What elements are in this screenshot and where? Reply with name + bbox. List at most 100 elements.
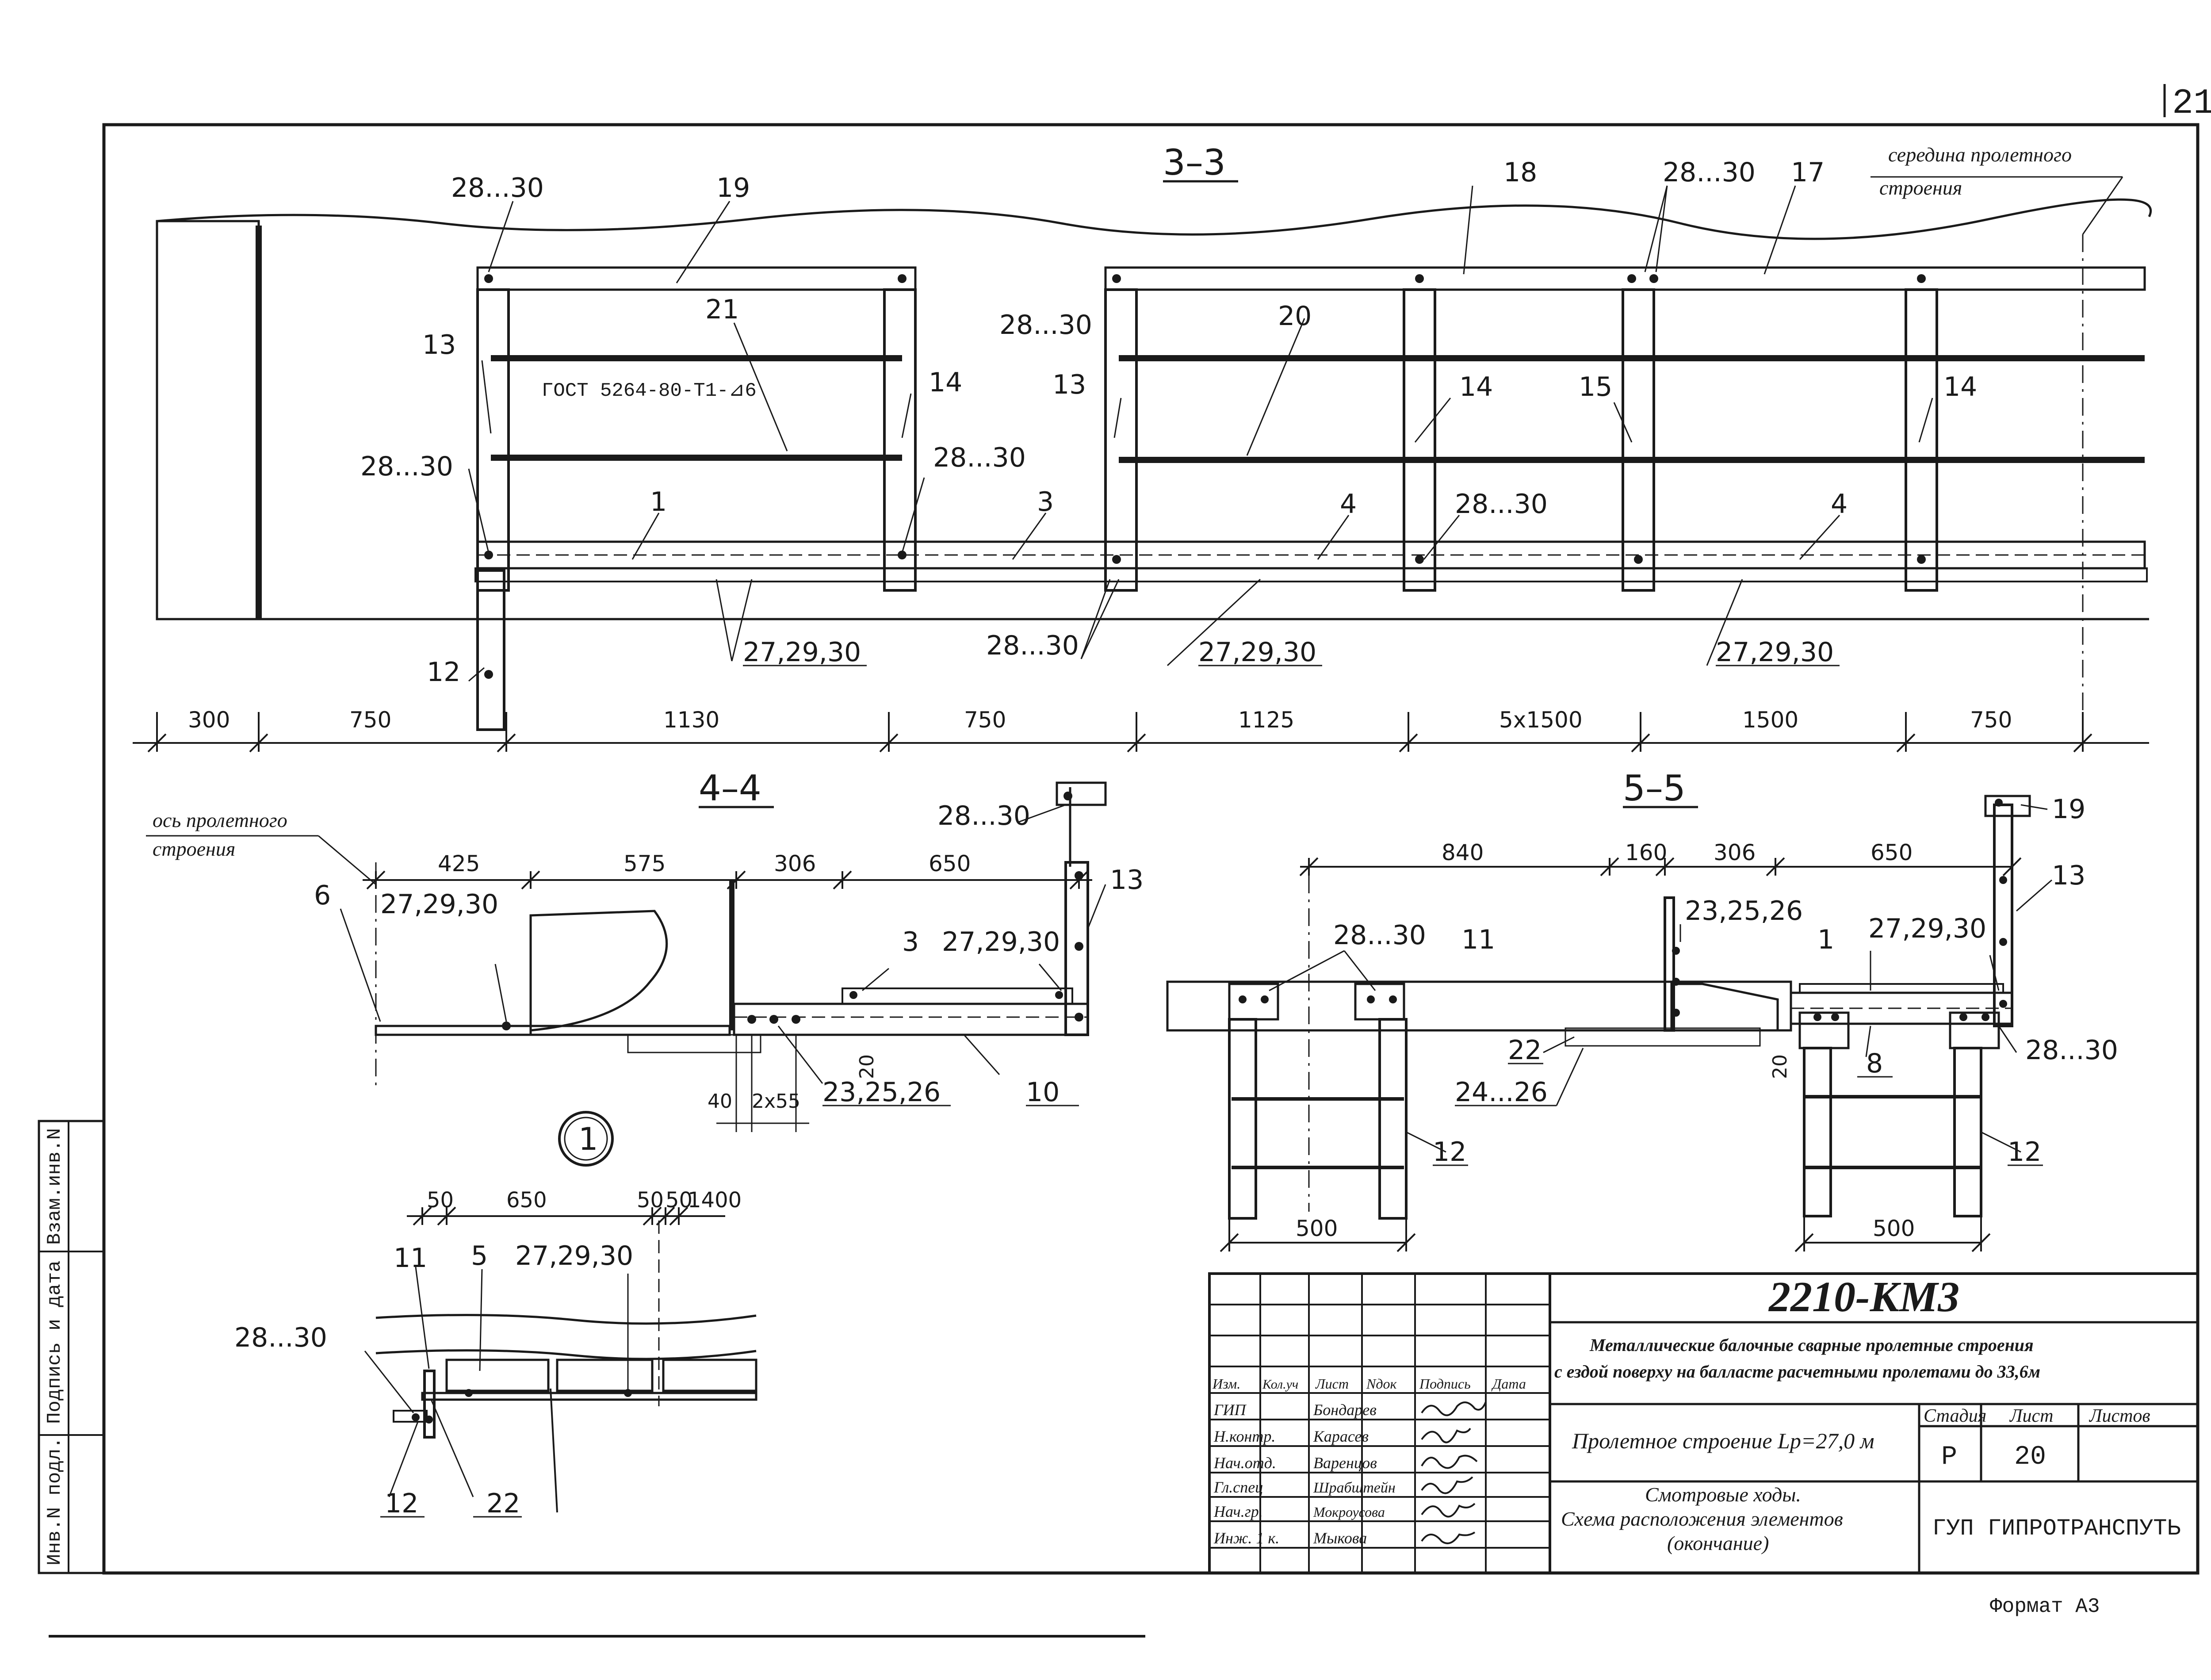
description-line-2: с ездой поверху на балласте расчетными п…	[1554, 1362, 2040, 1382]
label: 20	[1278, 301, 1312, 332]
label: 13	[422, 329, 456, 360]
label: 10	[1026, 1077, 1060, 1108]
dim-value: 300	[188, 707, 230, 733]
label: 23,25,26	[822, 1077, 941, 1108]
label: 22	[1508, 1035, 1542, 1066]
label: 13	[1110, 865, 1144, 895]
label: 23,25,26	[1685, 895, 1803, 926]
label: 3	[902, 926, 919, 957]
head-col: Кол.уч	[1262, 1377, 1298, 1392]
label: 19	[716, 172, 750, 203]
label: 28...30	[360, 451, 453, 482]
view-3-3-title: 3–3	[1163, 142, 1226, 183]
railing-posts	[476, 288, 1938, 731]
person-name: Мыкова	[1313, 1529, 1367, 1547]
label: 1	[1817, 924, 1834, 955]
dim-value: 500	[1296, 1216, 1338, 1241]
view-4-4: 4–4 ось пролетного строения 425 575 306 …	[146, 768, 1144, 1132]
dim-value: 1400	[688, 1188, 742, 1213]
dim-value: 750	[964, 707, 1006, 733]
detail-marker-circle	[558, 1111, 614, 1167]
drawing-frame	[102, 123, 2200, 1575]
label: 11	[394, 1243, 427, 1274]
label: 17	[1791, 157, 1825, 188]
label: 28...30	[451, 172, 544, 203]
dim-value: 750	[1970, 707, 2012, 733]
sheet-title-3: (окончание)	[1667, 1532, 1769, 1554]
label: 27,29,30	[743, 637, 861, 668]
side-stamp-sign: Подпись и дата	[44, 1260, 66, 1424]
sheets-header: Листов	[2089, 1406, 2150, 1426]
label: 8	[1866, 1048, 1883, 1079]
title-block: 2210-КМ3 Металлические балочные сварные …	[1208, 1272, 2199, 1574]
dim-value: 160	[1625, 840, 1667, 865]
label: 24...26	[1455, 1077, 1548, 1108]
dim-value: 750	[349, 707, 391, 733]
sheet-title-2: Схема расположения элементов	[1561, 1508, 1843, 1530]
top-rail-17-18	[1104, 266, 2146, 291]
dim-value: 50	[427, 1188, 454, 1213]
dim-value: 306	[774, 851, 816, 876]
role: Гл.спец	[1213, 1478, 1263, 1496]
label: 28...30	[1663, 157, 1756, 188]
role: Нач.гр.	[1213, 1503, 1263, 1520]
label: 15	[1579, 371, 1612, 402]
dim-value: 650	[929, 851, 971, 876]
main-beam-11	[1166, 980, 1792, 1032]
label: 22	[486, 1488, 520, 1519]
dim-value: 500	[1873, 1216, 1915, 1241]
dim-value: 1125	[1238, 707, 1294, 733]
label: 12	[2008, 1137, 2041, 1167]
format-label: Формат А3	[1990, 1595, 2100, 1618]
dim-value: 1130	[663, 707, 719, 733]
side-stamp-inv: Инв.N подл.	[44, 1437, 66, 1565]
dim-value: 50	[666, 1188, 692, 1213]
label: 1	[650, 486, 667, 517]
side-stamp: Инв.N подл. Подпись и дата Взам.инв.N	[38, 1120, 105, 1574]
dim-value: 5x1500	[1499, 707, 1583, 733]
role: Инж. 1 к.	[1213, 1529, 1279, 1547]
detail-marker: 1	[578, 1121, 598, 1157]
person-name: Варенцов	[1313, 1454, 1377, 1472]
label: 5	[471, 1240, 488, 1271]
label: 28...30	[1455, 489, 1548, 520]
dim-value: 840	[1442, 840, 1484, 865]
dim-value: 2x55	[752, 1090, 800, 1113]
bolt-markers	[484, 274, 1926, 679]
organization: ГУП ГИПРОТРАНСПУТЬ	[1932, 1515, 2181, 1542]
label: 27,29,30	[1198, 637, 1316, 668]
label: 28...30	[234, 1322, 327, 1353]
label: 18	[1503, 157, 1537, 188]
label: 13	[1052, 369, 1086, 400]
view-3-3: 3–3 середина пролетного строения	[133, 142, 2152, 753]
head-col: Лист	[1315, 1376, 1349, 1392]
dim-value: 650	[506, 1188, 547, 1213]
label: 20	[1769, 1054, 1791, 1079]
label: 14	[1943, 371, 1977, 402]
dim-value: 50	[637, 1188, 664, 1213]
role: Нач.отд.	[1213, 1454, 1276, 1472]
sheet-header: Лист	[2009, 1406, 2053, 1426]
label: 28...30	[933, 442, 1026, 473]
object-name: Пролетное строение Lp=27,0 м	[1572, 1428, 1874, 1453]
dim-value: 1500	[1742, 707, 1798, 733]
dim-value: 575	[624, 851, 666, 876]
hatched-plate	[627, 1034, 761, 1053]
label: 12	[385, 1488, 418, 1519]
head-col: Подпись	[1419, 1376, 1471, 1392]
person-name: Шрабштейн	[1313, 1480, 1396, 1496]
label: 19	[2052, 794, 2085, 825]
label: 12	[1433, 1137, 1466, 1167]
label: 28...30	[937, 800, 1030, 831]
stage-value: Р	[1941, 1442, 1957, 1472]
view-3-3-labels: 28...30 19 18 28...30 17 21 28...30 20 1…	[360, 157, 1977, 688]
dim-value: 425	[438, 851, 480, 876]
label: 28...30	[1333, 920, 1426, 951]
view-5-5: 5–5 840 160 306 650	[1166, 768, 2118, 1252]
person-name: Мокроусова	[1313, 1504, 1385, 1520]
view-4-4-title: 4–4	[699, 768, 761, 809]
hatched-plate-55	[1565, 1027, 1761, 1047]
page-number: 21	[2172, 84, 2211, 124]
label: 27,29,30	[942, 926, 1060, 957]
